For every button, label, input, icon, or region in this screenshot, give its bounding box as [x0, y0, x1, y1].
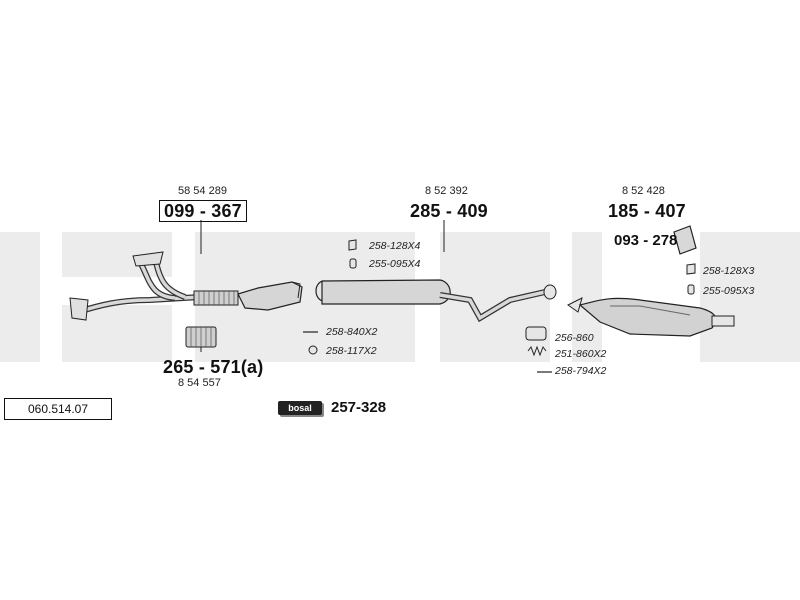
front-gasket-label[interactable]: 258-840X2 — [326, 326, 378, 338]
rear-silencer — [567, 297, 735, 337]
rear-gasket-label[interactable]: 256-860 — [555, 332, 594, 344]
rubber-mount-icon-rear — [686, 263, 696, 275]
spring-icon — [527, 345, 547, 357]
brand-logo: bosal — [278, 401, 322, 415]
heat-shield — [673, 225, 697, 255]
mid-rubber-label[interactable]: 258-128X4 — [369, 240, 421, 252]
front-pipe-number[interactable]: 099 - 367 — [159, 200, 247, 222]
clamp-icon-rear — [687, 284, 695, 295]
flex-pipe-number[interactable]: 265 - 571(a) — [163, 357, 264, 377]
heat-shield-number[interactable]: 093 - 278 — [614, 232, 678, 249]
flex-pipe — [185, 326, 217, 348]
front-pipe — [69, 251, 201, 321]
rear-spring-label[interactable]: 251-860X2 — [555, 348, 607, 360]
rubber-mount-icon — [348, 239, 357, 251]
flex-pipe-oe-ref: 8 54 557 — [178, 377, 221, 389]
middle-silencer-oe-ref: 8 52 392 — [425, 185, 468, 197]
rear-silencer-oe-ref: 8 52 428 — [622, 185, 665, 197]
rear-bolt-label[interactable]: 258-794X2 — [555, 365, 607, 377]
gasket-icon-rear — [525, 326, 547, 341]
catalytic-converter — [193, 281, 303, 311]
clamp-icon — [349, 258, 357, 269]
brand-set-number[interactable]: 257-328 — [331, 399, 387, 416]
front-ring-label[interactable]: 258-117X2 — [326, 345, 377, 357]
middle-silencer-number[interactable]: 285 - 409 — [410, 201, 488, 221]
ring-icon — [308, 345, 318, 355]
mid-clamp-label[interactable]: 255-095X4 — [369, 258, 421, 270]
catalog-code: 060.514.07 — [4, 398, 112, 420]
middle-silencer — [315, 279, 557, 323]
rear-clamp-label[interactable]: 255-095X3 — [703, 285, 755, 297]
rear-silencer-number[interactable]: 185 - 407 — [608, 201, 686, 221]
accessory-icons — [303, 239, 696, 373]
front-pipe-oe-ref: 58 54 289 — [178, 185, 227, 197]
rear-rubber-label[interactable]: 258-128X3 — [703, 265, 755, 277]
